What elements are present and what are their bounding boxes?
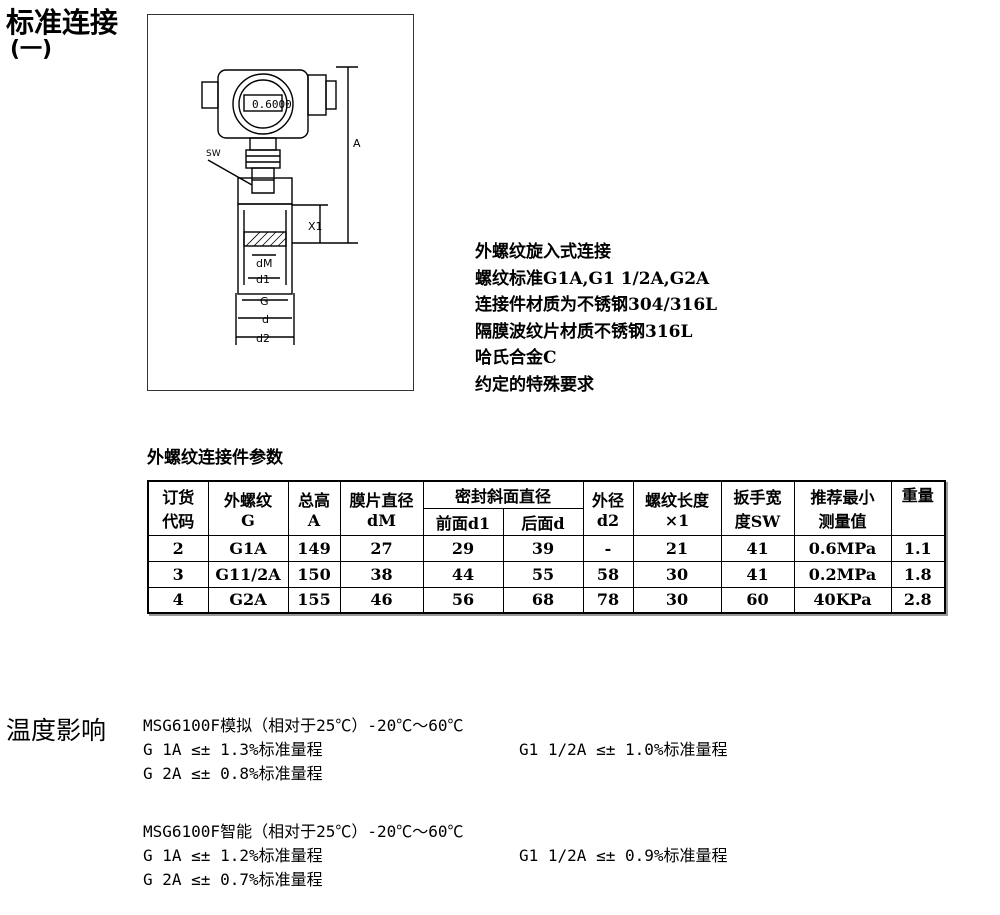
feature-item: 连接件材质为不锈钢304/316L <box>475 295 718 315</box>
header-thread-length: 螺纹长度×1 <box>632 480 722 536</box>
smart-g112a: G1 1/2A ≤± 0.9%标准量程 <box>519 846 728 865</box>
header-order-code: 订货代码 <box>147 480 209 536</box>
header-seal: 密封斜面直径 <box>422 480 584 509</box>
feature-list: 外螺纹旋入式连接 螺纹标准G1A,G1 1/2A,G2A 连接件材质为不锈钢30… <box>475 239 717 398</box>
feature-item: 哈氏合金C <box>475 348 557 368</box>
feature-item: 外螺纹旋入式连接 <box>475 242 611 262</box>
transmitter-diagram: 0.6000 SW A X1 dM d1 G d d2 <box>201 66 361 345</box>
header-seal-back: 后面d <box>502 507 584 536</box>
temperature-title: 温度影响 <box>6 716 107 745</box>
smart-heading: MSG6100F智能（相对于25℃）-20℃～60℃ <box>143 822 464 841</box>
label-d: d <box>262 313 269 326</box>
temperature-smart: MSG6100F智能（相对于25℃）-20℃～60℃ G 1A ≤± 1.2%标… <box>143 820 728 892</box>
label-dm: dM <box>256 257 272 270</box>
temperature-analog: MSG6100F模拟（相对于25℃）-20℃～60℃ G 1A ≤± 1.3%标… <box>143 714 728 786</box>
section-subtitle: (一) <box>10 37 53 62</box>
feature-item: 隔膜波纹片材质不锈钢316L <box>475 321 693 342</box>
feature-item: 螺纹标准G1A,G1 1/2A,G2A <box>475 268 710 289</box>
label-a: A <box>353 137 361 150</box>
label-d1: d1 <box>256 273 270 286</box>
section-title: 标准连接 <box>6 6 119 39</box>
header-min-range: 推荐最小测量值 <box>793 480 892 536</box>
feature-item: 约定的特殊要求 <box>475 374 594 395</box>
label-g: G <box>260 295 269 308</box>
analog-g112a: G1 1/2A ≤± 1.0%标准量程 <box>519 740 728 759</box>
analog-heading: MSG6100F模拟（相对于25℃）-20℃～60℃ <box>143 716 464 735</box>
header-weight: 重量 <box>890 480 946 536</box>
smart-g2a: G 2A ≤± 0.7%标准量程 <box>143 870 323 889</box>
transmitter-drawing: 0.6000 SW A X1 dM d1 G d d2 <box>147 14 414 391</box>
label-x1: X1 <box>308 220 323 233</box>
analog-g2a: G 2A ≤± 0.8%标准量程 <box>143 764 323 783</box>
smart-g1a: G 1A ≤± 1.2%标准量程 <box>143 846 323 865</box>
label-sw: SW <box>206 149 221 159</box>
header-seal-front: 前面d1 <box>422 507 504 536</box>
analog-g1a: G 1A ≤± 1.3%标准量程 <box>143 740 323 759</box>
label-d2: d2 <box>256 332 270 345</box>
header-wrench: 扳手宽度SW <box>720 480 795 536</box>
table-caption: 外螺纹连接件参数 <box>147 448 283 468</box>
display-readout: 0.6000 <box>252 98 292 111</box>
